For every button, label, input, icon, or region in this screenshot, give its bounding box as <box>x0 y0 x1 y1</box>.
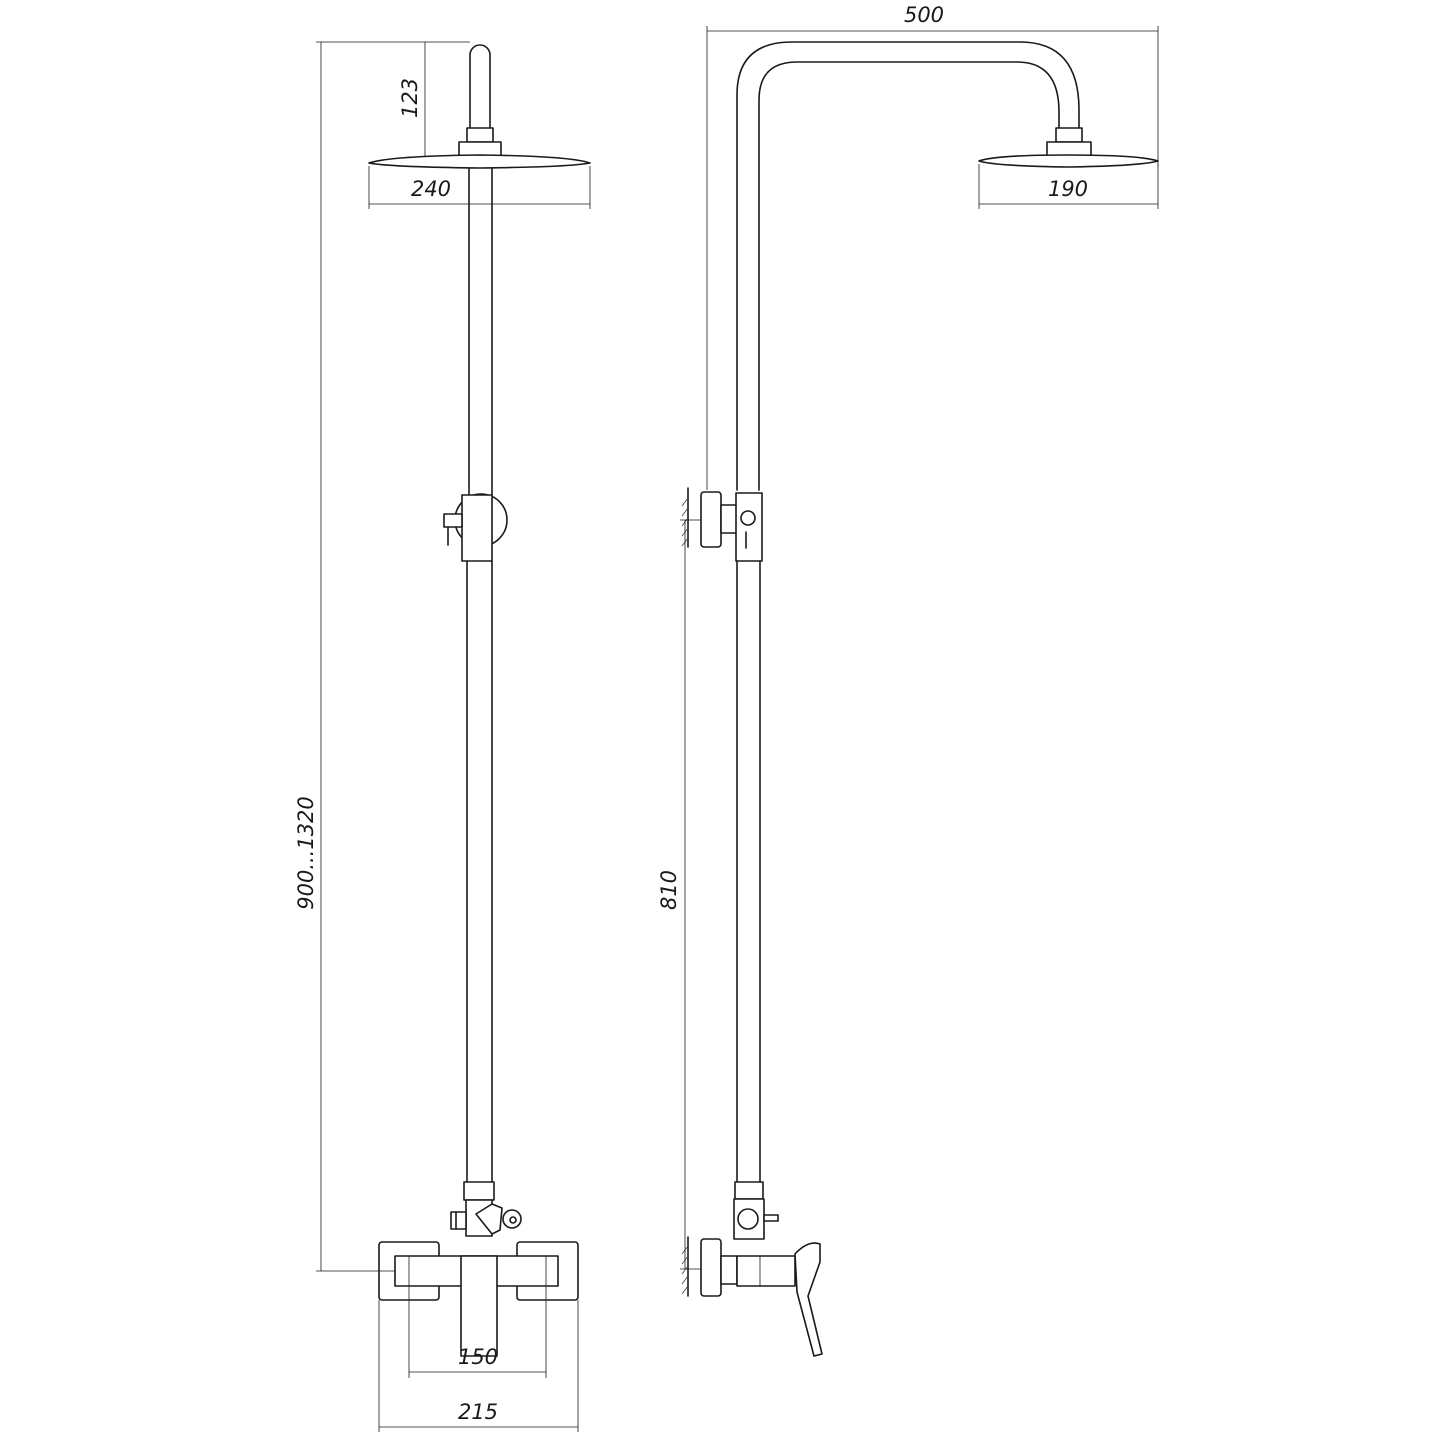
side-upper-wall-flange <box>700 491 722 548</box>
side-arm-nut <box>1055 127 1083 143</box>
side-arm-inner <box>758 61 1060 491</box>
side-diverter-pin <box>763 1214 779 1222</box>
side-mixer-body <box>736 1255 796 1287</box>
side-lower-eccentric <box>720 1255 738 1285</box>
side-diverter-nut <box>734 1181 764 1200</box>
side-view: 500 190 810 <box>657 3 1159 1357</box>
dim-810-label: 810 <box>657 870 681 910</box>
side-arm-outer <box>736 41 1080 491</box>
front-riser-nut <box>466 127 494 143</box>
front-bracket-knob <box>443 513 463 528</box>
dim-150-label: 150 <box>458 1345 498 1369</box>
front-diverter-knob-dot <box>509 1216 517 1224</box>
front-diverter-side-cap <box>450 1211 467 1230</box>
side-bracket-knob <box>740 510 756 526</box>
dim-215-label: 215 <box>458 1400 498 1424</box>
front-diverter-nut <box>463 1181 495 1201</box>
side-mixer-lever <box>794 1242 823 1357</box>
side-upper-arm <box>720 504 738 534</box>
front-diverter-wedge <box>475 1203 503 1235</box>
front-bracket-clamp <box>461 494 493 562</box>
side-lower-wall-flange <box>700 1238 722 1297</box>
side-bracket-clamp <box>735 492 763 562</box>
side-diverter-knob <box>737 1208 759 1230</box>
dim-height-label: 900...1320 <box>294 796 318 910</box>
dim-190-label: 190 <box>1048 177 1088 201</box>
front-shower-head <box>368 154 591 169</box>
side-diverter-body <box>733 1198 765 1240</box>
dim-240-label: 240 <box>411 177 451 201</box>
side-head-connector <box>1046 141 1092 157</box>
front-diverter-knob <box>502 1209 522 1229</box>
side-shower-head <box>978 154 1159 168</box>
dim-500-label: 500 <box>904 3 944 27</box>
dim-123-label: 123 <box>398 78 422 118</box>
front-top-riser <box>469 44 491 131</box>
front-view: 123 240 900...1320 150 215 <box>294 41 591 1432</box>
front-head-connector <box>458 141 502 157</box>
front-faucet-spout <box>460 1255 498 1357</box>
